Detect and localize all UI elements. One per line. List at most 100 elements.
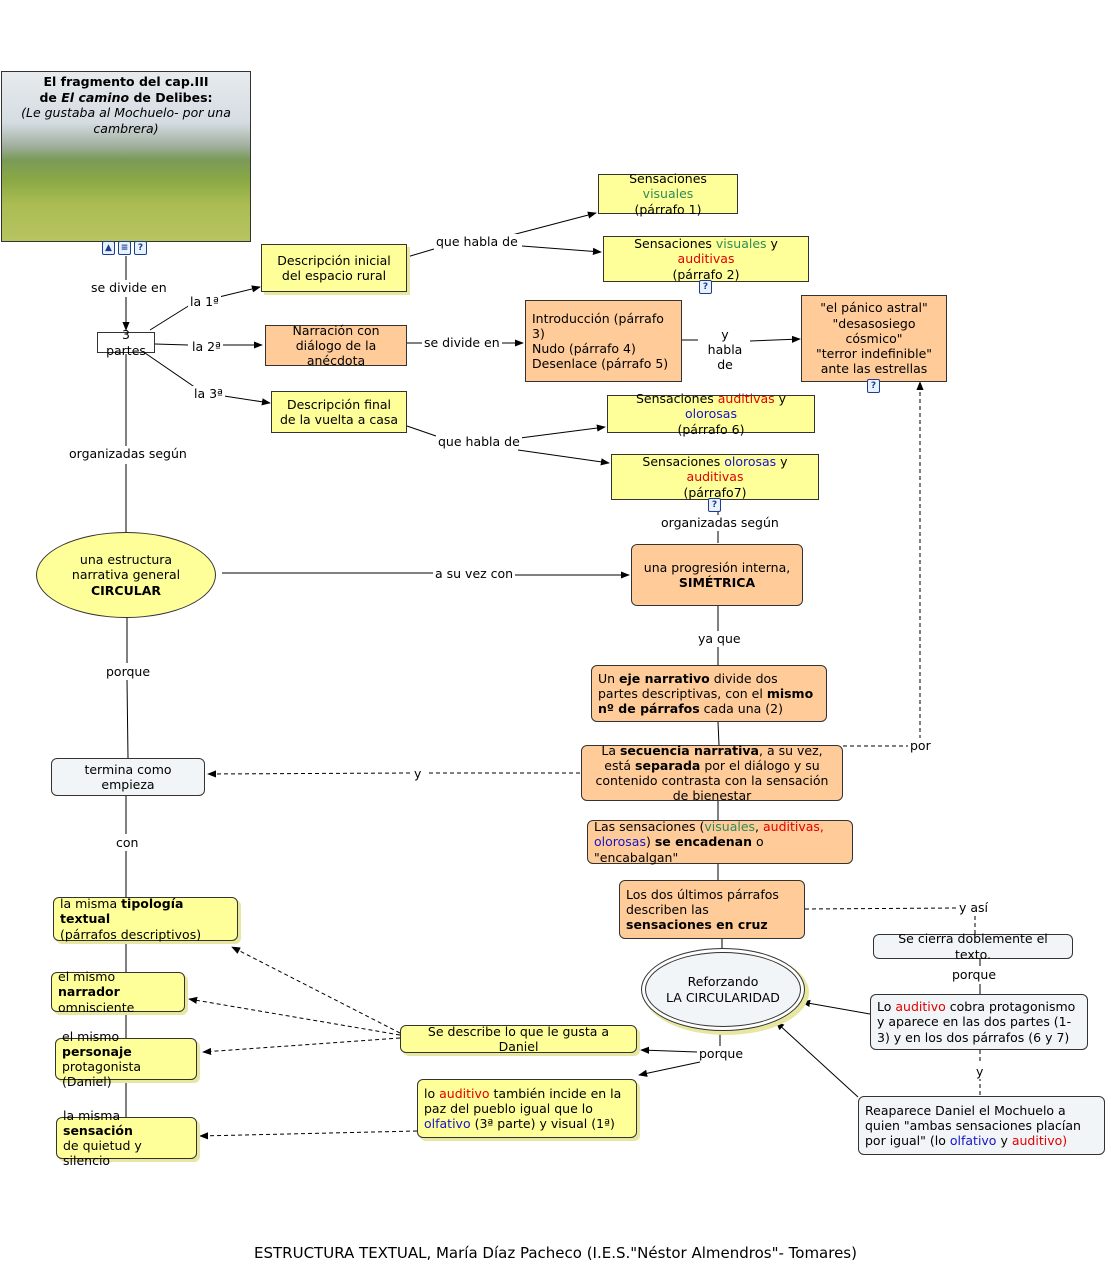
node-sensaciones-cruz[interactable]: Los dos últimos párrafos describen las s… <box>619 880 805 939</box>
node-reaparece-daniel[interactable]: Reaparece Daniel el Mochuelo a quien "am… <box>858 1096 1105 1155</box>
help-icon[interactable]: ? <box>708 498 721 512</box>
node-intro-nudo-desenlace[interactable]: Introducción (párrafo 3) Nudo (párrafo 4… <box>525 300 682 382</box>
link-label-y: y <box>412 766 424 781</box>
narrador-line2: omnisciente <box>58 999 135 1015</box>
tipologia-line2: (párrafos descriptivos) <box>60 926 202 942</box>
panico-line1: "el pánico astral" <box>820 300 928 316</box>
panico-line3: "terror indefinible" <box>815 346 933 362</box>
sens6-line2: (párrafo 6) <box>677 421 745 437</box>
cruz-2: sensaciones en cruz <box>626 917 768 933</box>
auditivo-olf: olfativo <box>424 1116 471 1132</box>
reaparece-1: Reaparece Daniel el Mochuelo a quien "am… <box>865 1102 1081 1149</box>
document-icon[interactable]: ≡ <box>118 241 131 255</box>
node-lo-auditivo-protagonismo[interactable]: Lo auditivo cobra protagonismo y aparece… <box>870 994 1088 1050</box>
node-termina-como-empieza[interactable]: termina como empieza <box>51 758 205 796</box>
personaje-line2: protagonista (Daniel) <box>62 1059 142 1090</box>
auditivo-2: también incide en la paz del pueblo igua… <box>424 1085 622 1116</box>
node-estructura-circular[interactable]: una estructura narrativa general CIRCULA… <box>36 532 216 618</box>
link-label-a-su-vez-con: a su vez con <box>433 566 516 581</box>
help-icon[interactable]: ? <box>867 379 880 393</box>
photo-title-line2: de El camino de Delibes: <box>2 90 250 106</box>
link-label-por: por <box>908 738 933 753</box>
panico-line4: ante las estrellas <box>820 361 928 377</box>
sens7-y: y <box>776 454 788 470</box>
circular-b: CIRCULAR <box>90 582 162 598</box>
image-icon[interactable]: ▲ <box>102 241 115 255</box>
node-eje-narrativo[interactable]: Un eje narrativo divide dos partes descr… <box>591 665 827 722</box>
landscape-photo-node[interactable]: El fragmento del cap.III de El camino de… <box>1 71 251 242</box>
sens1-a: Sensaciones <box>629 171 707 187</box>
node-se-cierra-doblemente[interactable]: Se cierra doblemente el texto. <box>873 931 1073 962</box>
narrador-line1: el mismo narrador <box>58 969 178 1000</box>
sens1-line1: Sensaciones visuales <box>605 171 731 202</box>
secuencia-2: secuencia narrativa <box>619 742 759 758</box>
link-label-organizadas-segun: organizadas según <box>67 446 189 461</box>
simetrica-line2: SIMÉTRICA <box>678 575 756 590</box>
encadenan-c1: , <box>755 819 763 835</box>
node-narracion[interactable]: Narración con diálogo de la anécdota <box>265 322 407 369</box>
personaje-line1: el mismo personaje <box>62 1029 190 1060</box>
circular-a: una estructura narrativa general <box>71 552 181 583</box>
help-icon[interactable]: ? <box>699 280 712 294</box>
encadenan-4: o "encabalgan" <box>594 834 764 865</box>
auditivo-3: (3ª parte) y visual (1ª) <box>470 1116 615 1132</box>
node-secuencia-narrativa[interactable]: La secuencia narrativa, a su vez, está s… <box>581 742 843 803</box>
sens7-olf: olorosas <box>724 454 777 470</box>
node-3-partes[interactable]: 3 partes <box>97 327 155 358</box>
sens2-line2: (párrafo 2) <box>672 266 740 282</box>
cierra-label: Se cierra doblemente el texto. <box>898 931 1048 962</box>
link-label-porque-3: porque <box>697 1046 746 1061</box>
cruz-text: Los dos últimos párrafos describen las s… <box>626 887 798 933</box>
node-descripcion-final[interactable]: Descripción final de la vuelta a casa <box>271 391 407 433</box>
reaparece-y: y <box>996 1133 1012 1149</box>
sens1-line2: (párrafo 1) <box>634 201 702 217</box>
secuencia-3: , a su vez, está <box>604 742 823 773</box>
node-progresion-simetrica[interactable]: una progresión interna, SIMÉTRICA <box>631 544 803 606</box>
tipologia-line1: la misma tipología textual <box>60 896 231 927</box>
sensacion-1: la misma <box>63 1107 121 1123</box>
sens7-a: Sensaciones <box>642 454 725 470</box>
node-panico-astral[interactable]: "el pánico astral" "desasosiego cósmico"… <box>801 295 947 382</box>
node-lo-auditivo-incide[interactable]: lo auditivo también incide en la paz del… <box>417 1079 637 1138</box>
photo-title: El fragmento del cap.III de El camino de… <box>2 74 250 137</box>
eje-text: Un eje narrativo divide dos partes descr… <box>598 671 820 717</box>
auditivo-text: lo auditivo también incide en la paz del… <box>424 1086 630 1132</box>
node-sensaciones-encadenan[interactable]: Las sensaciones (visuales, auditivas, ol… <box>587 819 853 865</box>
node-descripcion-inicial[interactable]: Descripción inicial del espacio rural <box>261 244 407 292</box>
sens7-line2: (párrafo7) <box>683 484 747 500</box>
node-se-describe-daniel[interactable]: Se describe lo que le gusta a Daniel <box>400 1024 637 1054</box>
node-misma-tipologia[interactable]: la misma tipología textual (párrafos des… <box>53 896 238 942</box>
reforzando-line1: Reforzando <box>687 974 759 990</box>
circular-text: una estructura narrativa general CIRCULA… <box>51 552 201 598</box>
sens2-aud: auditivas <box>677 251 735 267</box>
auditivo-1: lo <box>424 1085 440 1101</box>
node-misma-sensacion[interactable]: la misma sensación de quietud y silencio <box>56 1108 197 1168</box>
link-label-que-habla-de-2: que habla de <box>436 434 522 449</box>
termina-label: termina como empieza <box>84 761 172 792</box>
node-sensaciones-p7[interactable]: Sensaciones olorosas y auditivas (párraf… <box>611 454 819 500</box>
footer-caption: ESTRUCTURA TEXTUAL, María Díaz Pacheco (… <box>254 1244 857 1262</box>
link-label-porque-2: porque <box>950 967 999 982</box>
node-mismo-personaje[interactable]: el mismo personaje protagonista (Daniel) <box>55 1029 197 1089</box>
sens6-line1: Sensaciones auditivas y olorosas <box>614 391 808 422</box>
link-label-que-habla-de: que habla de <box>434 234 520 249</box>
sens6-y: y <box>774 391 787 407</box>
node-sensaciones-p6[interactable]: Sensaciones auditivas y olorosas (párraf… <box>607 391 815 437</box>
node-mismo-narrador[interactable]: el mismo narrador omnisciente <box>51 969 185 1015</box>
eje-4: mismo nº de párrafos <box>598 685 814 717</box>
sens6-aud: auditivas <box>717 391 775 407</box>
encadenan-olf: olorosas <box>594 834 646 850</box>
node-3-partes-label: 3 partes <box>106 327 146 358</box>
sens6-a: Sensaciones <box>635 391 718 407</box>
photo-title-em: El camino <box>61 89 130 105</box>
node-sensaciones-p1[interactable]: Sensaciones visuales (párrafo 1) <box>598 171 738 217</box>
sens7-line1: Sensaciones olorosas y auditivas <box>618 454 812 485</box>
node-narracion-label: Narración con diálogo de la anécdota <box>292 322 380 369</box>
encadenan-text: Las sensaciones (visuales, auditivas, ol… <box>594 819 846 865</box>
encadenan-3: se encadenan <box>654 834 752 850</box>
node-reforzando-circularidad[interactable]: Reforzando LA CIRCULARIDAD <box>645 952 801 1027</box>
node-sensaciones-p2[interactable]: Sensaciones visuales y auditivas (párraf… <box>603 236 809 282</box>
narrador-2: narrador <box>58 984 120 1000</box>
help-document-icon[interactable]: ? <box>134 241 147 255</box>
link-label-la-2: la 2ª <box>190 339 223 354</box>
